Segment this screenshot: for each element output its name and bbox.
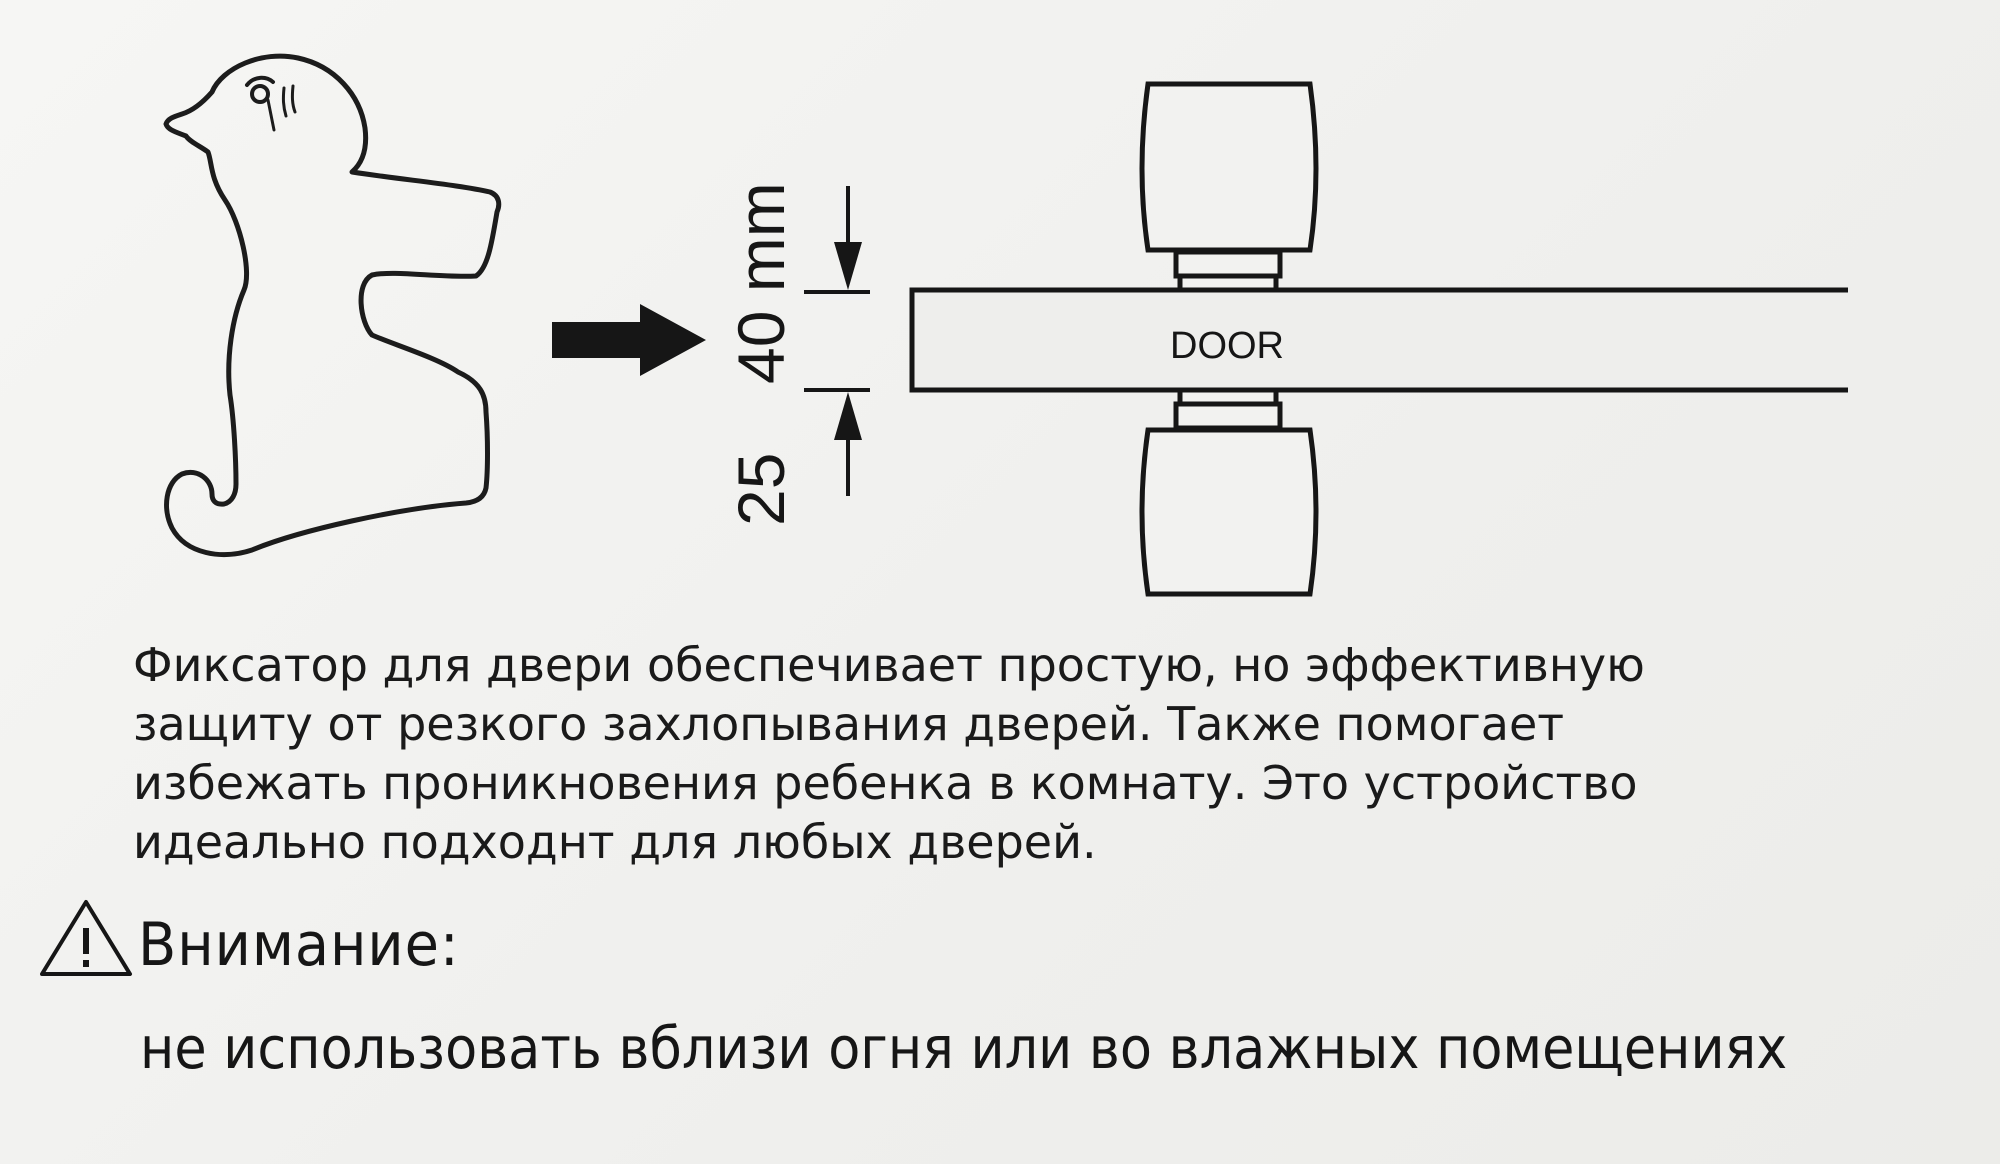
warning-text: не использовать вблизи огня или во влажн… — [140, 1014, 1788, 1082]
product-description: Фиксатор для двери обеспечивает простую,… — [133, 636, 1913, 872]
measure-top-label: 40 mm — [724, 182, 798, 384]
measure-top-arrowhead — [834, 242, 862, 290]
warning-header: Внимание: — [36, 900, 484, 980]
lower-knob-neck — [1173, 401, 1283, 431]
description-line: избежать проникновения ребенка в комнату… — [133, 756, 1638, 810]
upper-knob-neck — [1173, 249, 1283, 279]
measure-bottom-label: 25 — [724, 453, 798, 526]
monkey-eyebrow — [245, 75, 275, 87]
monkey-outline — [163, 53, 502, 558]
monkey-eye — [250, 84, 270, 104]
lower-knob — [1139, 427, 1319, 597]
direction-arrow-icon — [552, 304, 706, 376]
monkey-cheek-line — [266, 98, 276, 132]
door-panel — [909, 287, 1848, 393]
description-line: защиту от резкого захлопывания дверей. Т… — [133, 697, 1565, 751]
description-line: Фиксатор для двери обеспечивает простую,… — [133, 638, 1645, 692]
upper-knob-base — [1177, 273, 1279, 293]
installation-diagram: 40 mm 25 DOOR — [163, 53, 1848, 597]
measure-marks — [804, 186, 870, 496]
warning-title: Внимание: — [138, 910, 460, 980]
door-label: DOOR — [1170, 325, 1284, 367]
warning-triangle-icon — [40, 900, 132, 976]
monkey-whisker-2 — [290, 84, 297, 114]
measure-bottom-arrowhead — [834, 392, 862, 440]
monkey-whisker-1 — [281, 86, 288, 118]
description-line: идеально подходнт для любых дверей. — [133, 815, 1097, 869]
upper-knob — [1139, 81, 1319, 253]
monkey-stopper-icon — [163, 53, 502, 558]
door-assembly — [909, 81, 1848, 597]
